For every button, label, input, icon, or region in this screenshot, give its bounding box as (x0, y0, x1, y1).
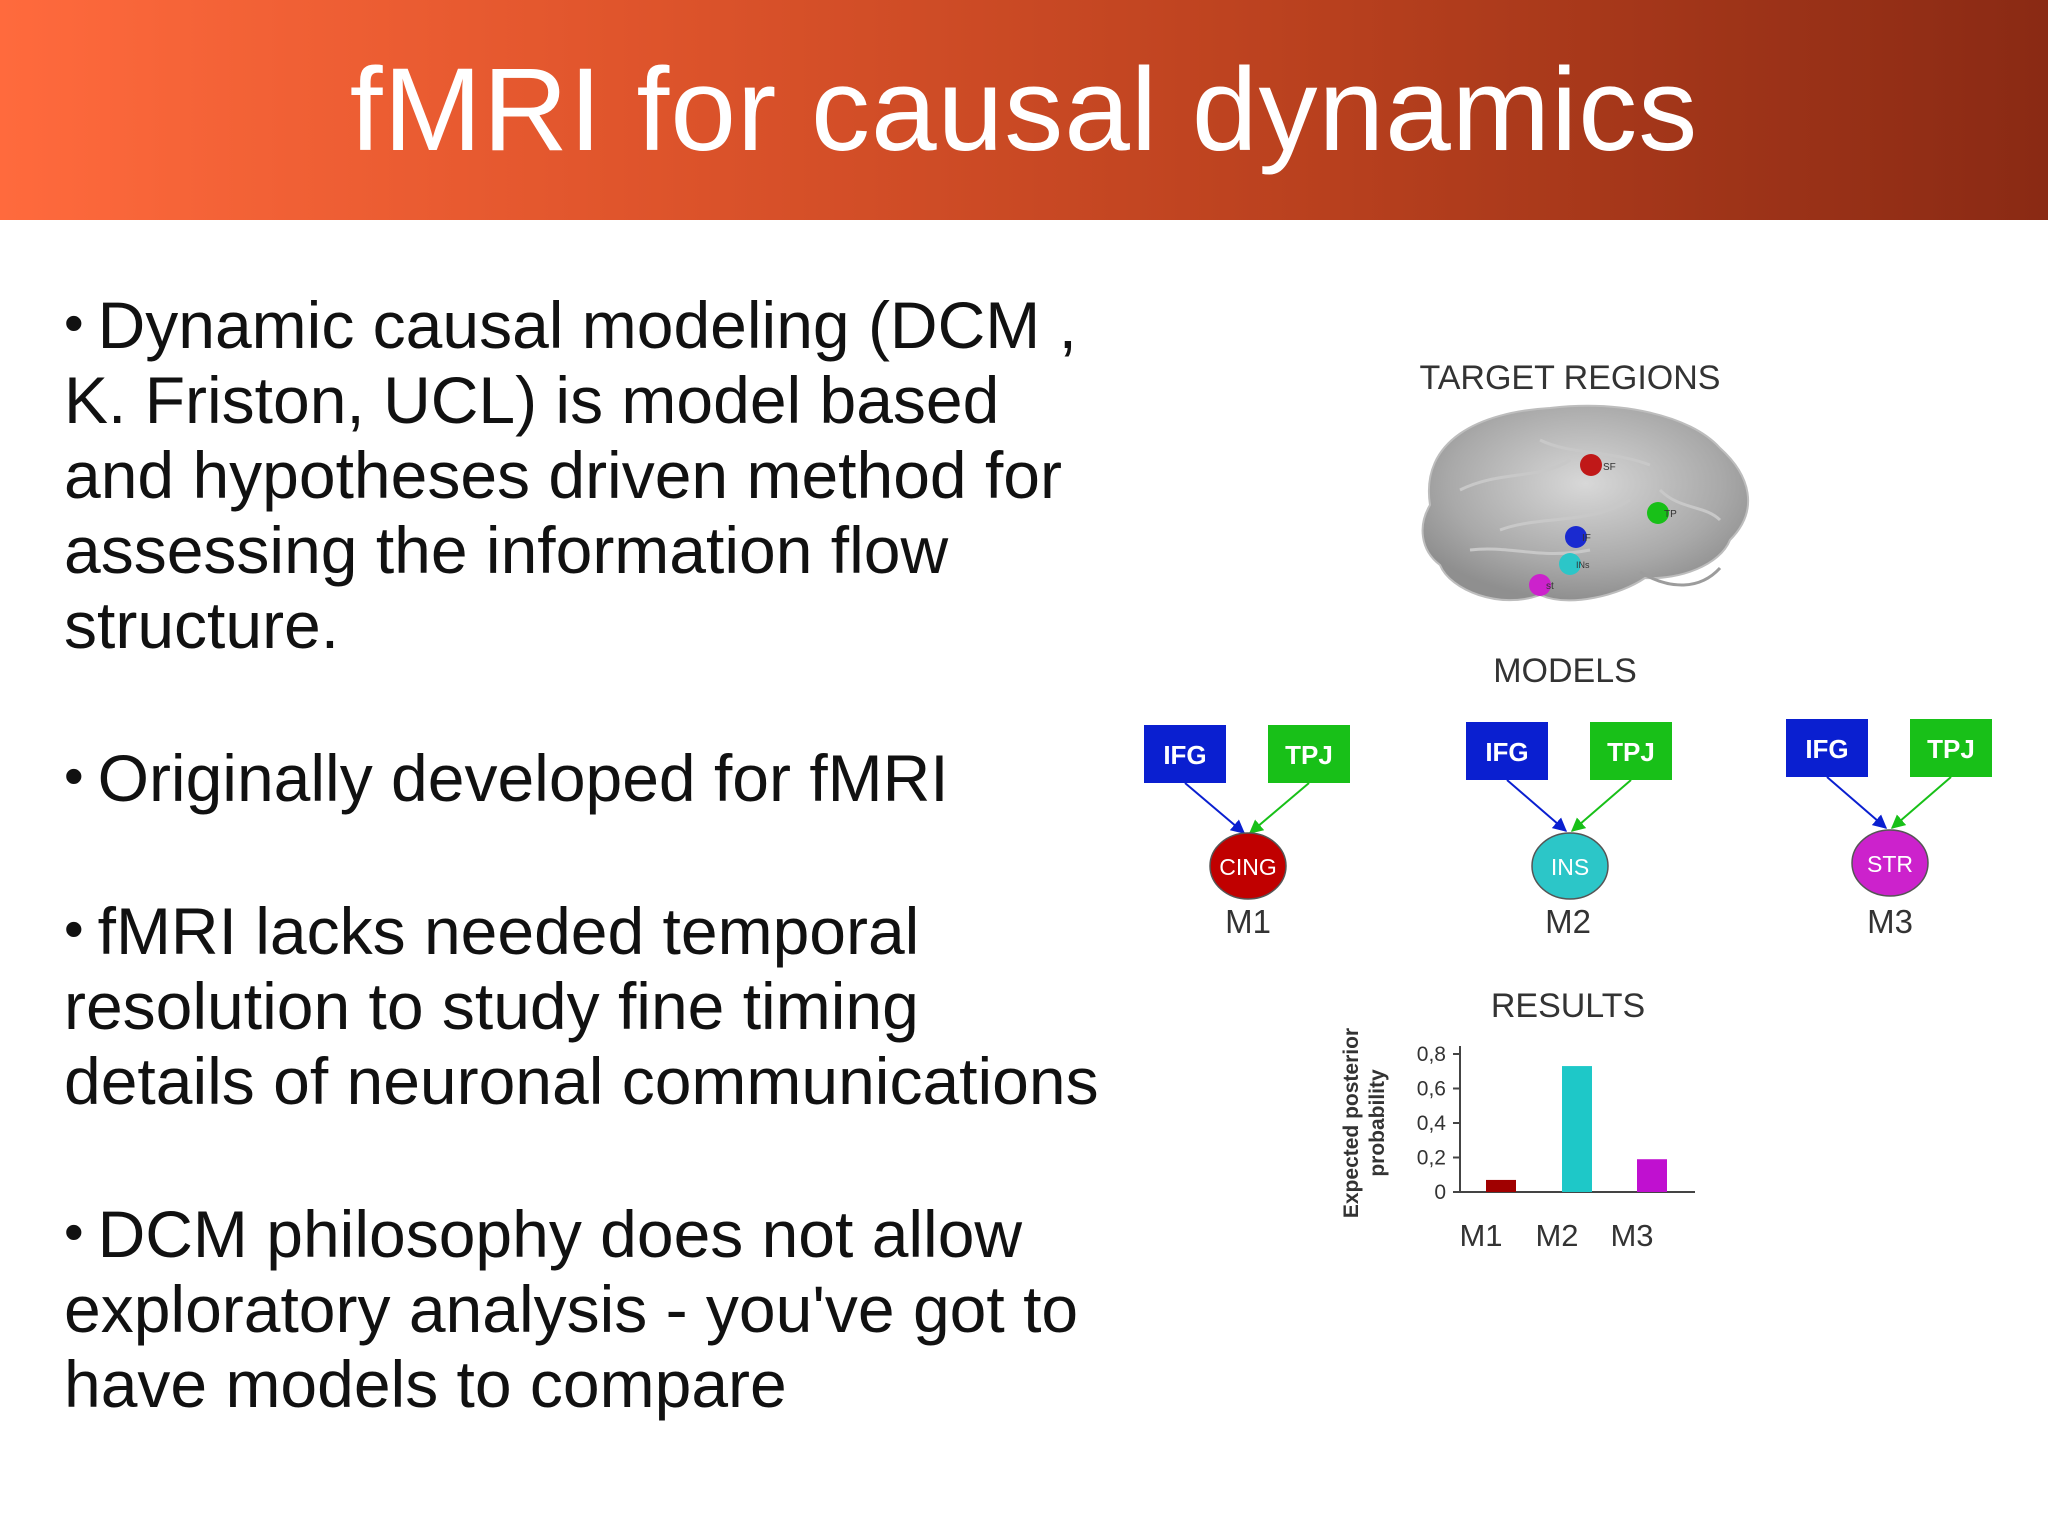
brain-marker-ins (1559, 553, 1581, 575)
bullet-text: fMRI lacks needed temporal resolution to… (64, 894, 1099, 1118)
title-bar: fMRI for causal dynamics (0, 0, 2048, 220)
brain-marker-label: SF (1603, 462, 1616, 473)
target-regions-label: TARGET REGIONS (1419, 359, 1720, 397)
tpj-node (1268, 725, 1350, 783)
bullet-item: •Dynamic causal modeling (DCM , K. Frist… (64, 285, 1144, 663)
brain-marker-st (1529, 574, 1551, 596)
y-tick-label: 0,8 (1417, 1043, 1446, 1066)
bar-m1 (1486, 1179, 1516, 1192)
slide-title: fMRI for causal dynamics (349, 44, 1699, 176)
brain-marker-label: st (1546, 581, 1554, 592)
tpj-node-label: TPJ (1285, 740, 1333, 770)
tpj-node (1590, 722, 1672, 780)
ins-node (1531, 832, 1609, 900)
cing-node (1209, 832, 1287, 900)
bar-m3 (1637, 1159, 1667, 1192)
bullet-icon: • (64, 1200, 84, 1263)
tpj-node (1910, 719, 1992, 777)
models-label: MODELS (1493, 652, 1637, 690)
tpj-arrow (1890, 776, 1952, 829)
x-tick-label: M2 (1535, 1218, 1578, 1253)
ifg-node (1466, 722, 1548, 780)
dcm-figure: TARGET REGIONS SF TP IF INs st MODELS IF… (1120, 340, 2020, 1320)
tpj-node-label: TPJ (1607, 737, 1655, 767)
bullet-text: Originally developed for fMRI (97, 741, 949, 815)
model-m2: IFG TPJ INS M2 (1466, 722, 1672, 940)
model-m1: IFG TPJ CING M1 (1144, 725, 1350, 940)
ifg-node-label: IFG (1163, 740, 1206, 770)
brain-marker-tp (1647, 502, 1669, 524)
tpj-arrow (1248, 782, 1310, 834)
brain-illustration: SF TP IF INs st (1421, 404, 1749, 602)
bullet-icon: • (64, 291, 84, 354)
model-name: M2 (1545, 903, 1591, 940)
brain-marker-sf (1580, 454, 1602, 476)
y-tick-label: 0,6 (1417, 1078, 1446, 1101)
y-tick-label: 0,2 (1417, 1147, 1446, 1170)
model-m3: IFG TPJ STR M3 (1786, 719, 1992, 940)
ifg-node-label: IFG (1485, 737, 1528, 767)
cing-node-label: CING (1219, 854, 1277, 880)
bullet-item: •Originally developed for fMRI (64, 738, 1144, 816)
str-node (1851, 829, 1929, 897)
y-tick-label: 0 (1434, 1181, 1446, 1204)
y-tick-label: 0,4 (1417, 1112, 1447, 1135)
ifg-node-label: IFG (1805, 734, 1848, 764)
bullet-icon: • (64, 897, 84, 960)
brain-marker-if (1565, 526, 1587, 548)
results-label: RESULTS (1491, 987, 1645, 1025)
brain-marker-label: IF (1582, 533, 1591, 544)
model-name: M1 (1225, 903, 1271, 940)
bar-m2 (1562, 1066, 1592, 1192)
ins-node-label: INS (1551, 854, 1589, 880)
tpj-node-label: TPJ (1927, 734, 1975, 764)
bullet-icon: • (64, 744, 84, 807)
ifg-arrow (1506, 779, 1568, 832)
tpj-arrow (1570, 779, 1632, 832)
brain-marker-label: TP (1664, 509, 1677, 520)
ifg-node (1144, 725, 1226, 783)
ifg-node (1786, 719, 1868, 777)
x-tick-label: M3 (1610, 1218, 1653, 1253)
dcm-figure-svg: TARGET REGIONS SF TP IF INs st MODELS IF… (1144, 359, 1992, 1253)
y-axis-label: Expected posterior (1340, 1028, 1363, 1218)
y-axis-label: probability (1366, 1069, 1389, 1177)
bullet-text: DCM philosophy does not allow explorator… (64, 1197, 1079, 1421)
brain-marker-label: INs (1576, 560, 1590, 570)
bullet-item: •fMRI lacks needed temporal resolution t… (64, 891, 1144, 1119)
str-node-label: STR (1867, 851, 1913, 877)
ifg-arrow (1184, 782, 1246, 834)
bullet-item: •DCM philosophy does not allow explorato… (64, 1194, 1144, 1422)
bullet-text: Dynamic causal modeling (DCM , K. Fristo… (64, 288, 1077, 662)
x-tick-label: M1 (1459, 1218, 1502, 1253)
bullet-list: •Dynamic causal modeling (DCM , K. Frist… (64, 285, 1144, 1497)
model-name: M3 (1867, 903, 1913, 940)
ifg-arrow (1826, 776, 1888, 829)
